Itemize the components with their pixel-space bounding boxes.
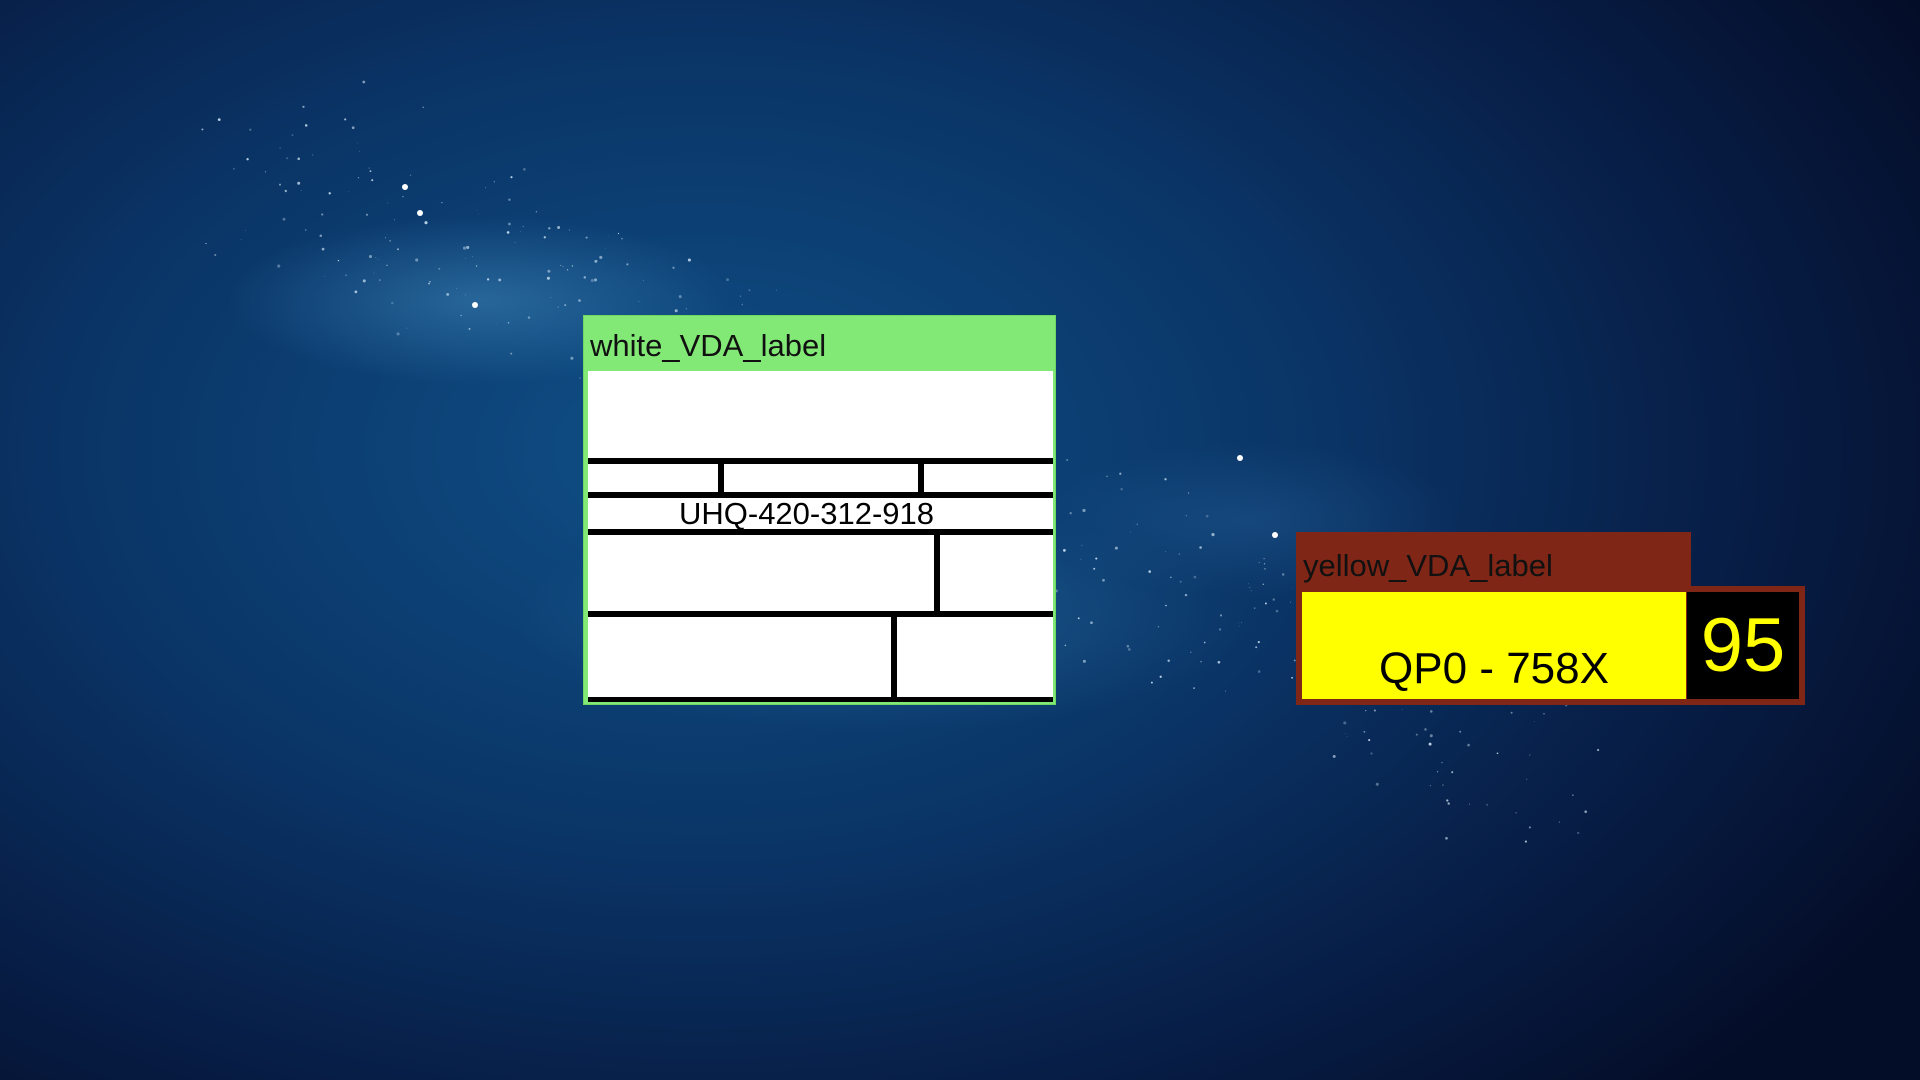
yellow-vda-label-titlebar[interactable]: yellow_VDA_label (1296, 532, 1691, 588)
yellow-label-field: QP0 - 758X (1302, 592, 1686, 699)
white-vda-label-body: UHQ-420-312-918 (588, 371, 1053, 702)
yellow-vda-label-title: yellow_VDA_label (1303, 548, 1553, 583)
white-vda-label-title: white_VDA_label (590, 328, 827, 363)
label-divider (934, 529, 940, 611)
white-vda-label-window[interactable]: white_VDA_label UHQ-420-312-918 (583, 315, 1056, 705)
label-divider (718, 458, 724, 492)
label-divider (588, 529, 1053, 535)
yellow-vda-label-window[interactable]: QP0 - 758X 95 yellow_VDA_label (1296, 532, 1805, 705)
label-divider (918, 458, 924, 492)
yellow-label-number: 95 (1700, 603, 1786, 688)
white-vda-label-titlebar[interactable]: white_VDA_label (584, 316, 1055, 369)
white-label-code: UHQ-420-312-918 (678, 496, 935, 531)
yellow-label-part-number: QP0 - 758X (1379, 644, 1609, 693)
label-divider (891, 611, 897, 697)
label-divider (588, 611, 1053, 617)
label-divider (588, 492, 1053, 498)
yellow-label-number-box: 95 (1687, 592, 1799, 699)
label-divider (588, 458, 1053, 464)
yellow-vda-label-frame: QP0 - 758X 95 (1296, 586, 1805, 705)
